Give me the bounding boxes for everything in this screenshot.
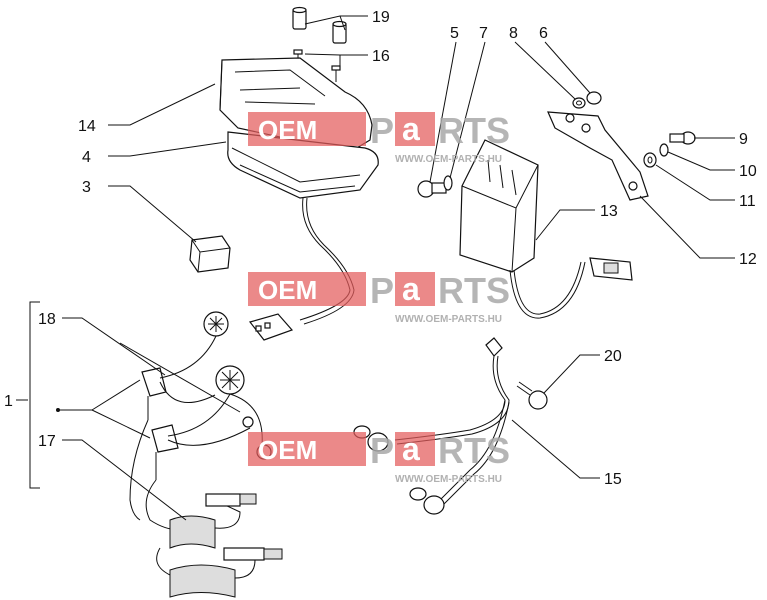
watermark-url-text: WWW.OEM-PARTS.HU xyxy=(395,154,502,165)
callout-16: 16 xyxy=(372,48,390,65)
callout-10: 10 xyxy=(739,163,757,180)
harness-15 xyxy=(353,337,510,515)
callout-4: 4 xyxy=(82,149,91,166)
callout-18: 18 xyxy=(38,311,56,328)
leader-lines xyxy=(16,15,735,521)
bolt-9 xyxy=(669,131,696,145)
watermark-top: OEM P a RTS WWW.OEM-PARTS.HU xyxy=(248,110,510,165)
regulator-cable xyxy=(509,257,633,319)
callout-11: 11 xyxy=(739,193,756,210)
callout-labels: 19 16 14 4 3 5 7 8 6 9 10 11 12 13 20 15… xyxy=(4,9,757,488)
washer-11 xyxy=(643,152,657,168)
watermark-rts-text: RTS xyxy=(438,270,510,311)
watermark-bottom: OEM P a RTS WWW.OEM-PARTS.HU xyxy=(248,430,510,485)
battery-housing-4 xyxy=(227,131,379,199)
screw-5 xyxy=(417,180,447,198)
watermark-rts-text: RTS xyxy=(438,110,510,151)
housing-cable xyxy=(248,197,355,341)
watermark-p-text: P xyxy=(370,270,394,311)
callout-6: 6 xyxy=(539,25,548,42)
watermark-a-text: a xyxy=(402,271,420,307)
callout-19: 19 xyxy=(372,9,390,26)
watermark-oem-text: OEM xyxy=(258,275,317,305)
callout-9: 9 xyxy=(739,131,748,148)
washer-10 xyxy=(659,143,669,157)
callout-13: 13 xyxy=(600,203,618,220)
callout-8: 8 xyxy=(509,25,518,42)
callout-20: 20 xyxy=(604,348,622,365)
washer-6 xyxy=(586,91,602,105)
watermark-url-text: WWW.OEM-PARTS.HU xyxy=(395,314,502,325)
coiled-cable-17 xyxy=(129,419,283,598)
bracket-12 xyxy=(547,111,649,201)
watermark-oem-text: OEM xyxy=(258,435,317,465)
callout-5: 5 xyxy=(450,25,459,42)
callout-12: 12 xyxy=(739,251,757,268)
nut-8 xyxy=(572,97,586,109)
watermark-middle: OEM P a RTS WWW.OEM-PARTS.HU xyxy=(248,270,510,325)
watermark-p-text: P xyxy=(370,430,394,471)
spacer-bushing-19 xyxy=(292,6,347,44)
callout-15: 15 xyxy=(604,471,622,488)
bulb-assembly-18 xyxy=(141,311,272,480)
watermark-url-text: WWW.OEM-PARTS.HU xyxy=(395,474,502,485)
callout-14: 14 xyxy=(78,118,96,135)
watermark-a-text: a xyxy=(402,431,420,467)
callout-17: 17 xyxy=(38,433,56,450)
watermark-rts-text: RTS xyxy=(438,430,510,471)
washer-7 xyxy=(443,175,453,191)
callout-3: 3 xyxy=(82,179,91,196)
callout-1: 1 xyxy=(4,393,13,410)
callout-7: 7 xyxy=(479,25,488,42)
relay-3 xyxy=(189,235,231,273)
watermark-oem-text: OEM xyxy=(258,115,317,145)
screw-20 xyxy=(516,381,548,410)
watermark-a-text: a xyxy=(402,111,420,147)
watermark-p-text: P xyxy=(370,110,394,151)
regulator-13 xyxy=(459,139,539,273)
